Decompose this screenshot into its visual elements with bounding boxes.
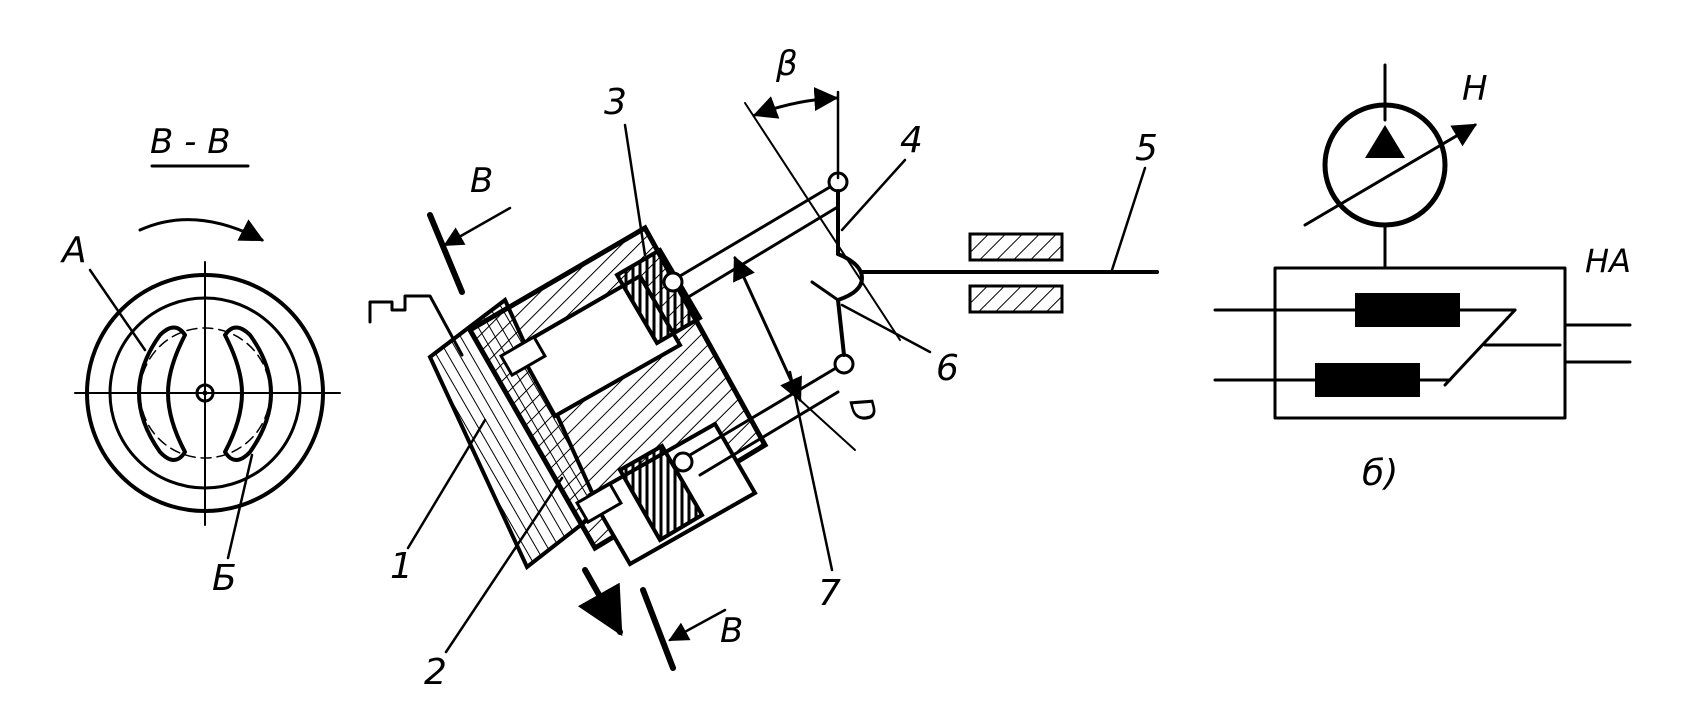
callout-3-leader: [623, 123, 647, 257]
diameter-extension: [799, 399, 856, 451]
pump-triangle: [1365, 125, 1405, 158]
lower-resistor: [1315, 363, 1420, 397]
port-a-kidney: [137, 325, 187, 462]
callout-5-leader: [1110, 166, 1147, 272]
pump-symbol: [1322, 102, 1448, 228]
angle-beta-label: β: [775, 44, 798, 84]
upper-rod-bottom: [688, 206, 838, 298]
port-a-leader: [88, 268, 147, 352]
swash-bottom-ball: [833, 353, 855, 375]
rotation-arrow: [138, 218, 265, 242]
diameter-label: D: [841, 393, 884, 427]
upper-bearing: [968, 232, 1064, 262]
upper-resistor: [1355, 293, 1460, 327]
port-b-leader: [226, 453, 254, 560]
callout-7: 7: [818, 573, 841, 614]
pump-label: H: [1462, 69, 1488, 109]
diameter-dimension: [733, 255, 802, 403]
lower-bearing: [968, 284, 1064, 314]
section-arrow-bottom: [668, 608, 727, 642]
swash-hinge: [836, 252, 864, 302]
unit-label: HA: [1585, 242, 1631, 280]
shaft-key-tab: [368, 294, 464, 357]
section-cut-top: [427, 212, 465, 295]
lower-rod-bottom: [698, 390, 840, 477]
section-mark-bottom: B: [720, 611, 743, 651]
lower-rod-joint: [672, 451, 694, 473]
variable-displacement-arrow: [1303, 123, 1478, 227]
swash-stub: [810, 280, 840, 302]
callout-2-leader: [444, 476, 564, 654]
unit-box: [1273, 266, 1567, 420]
upper-port-channel: [498, 334, 548, 378]
port-a-label: A: [60, 230, 87, 271]
callout-2: 2: [424, 652, 447, 693]
pump-cross-section: β D B B 1 2 3 4 5 6 7: [368, 44, 1159, 693]
section-title: B - B: [150, 122, 231, 162]
lower-rod-top: [688, 366, 838, 457]
incline-reference: [744, 102, 901, 341]
callout-6: 6: [936, 348, 959, 389]
upper-piston: [614, 247, 703, 346]
upper-rod-top: [678, 182, 837, 278]
callout-5: 5: [1135, 128, 1158, 169]
swash-plate: [836, 189, 846, 357]
callout-3: 3: [604, 82, 627, 123]
hydraulic-schematic: H HA б): [1213, 63, 1632, 494]
callout-4-leader: [840, 158, 907, 232]
port-b-kidney: [223, 325, 273, 462]
section-arrow-top: [443, 206, 512, 247]
upper-rod-joint: [662, 271, 684, 293]
callout-7-leader: [788, 370, 834, 572]
subfigure-label: б): [1362, 453, 1398, 494]
section-view: B - B A Б: [60, 122, 341, 599]
callout-6-leader: [840, 303, 932, 354]
angle-beta-arc: [752, 87, 839, 119]
cross-connection: [1443, 308, 1517, 387]
lower-port-channel: [574, 481, 624, 525]
callout-4: 4: [900, 120, 923, 161]
block-direction-arrow: [577, 567, 623, 637]
section-mark-top: B: [470, 161, 493, 201]
callout-1-leader: [406, 418, 487, 550]
port-b-label: Б: [212, 558, 237, 599]
lower-piston: [617, 443, 705, 543]
callout-1: 1: [390, 546, 413, 587]
section-cut-bottom: [640, 587, 676, 671]
